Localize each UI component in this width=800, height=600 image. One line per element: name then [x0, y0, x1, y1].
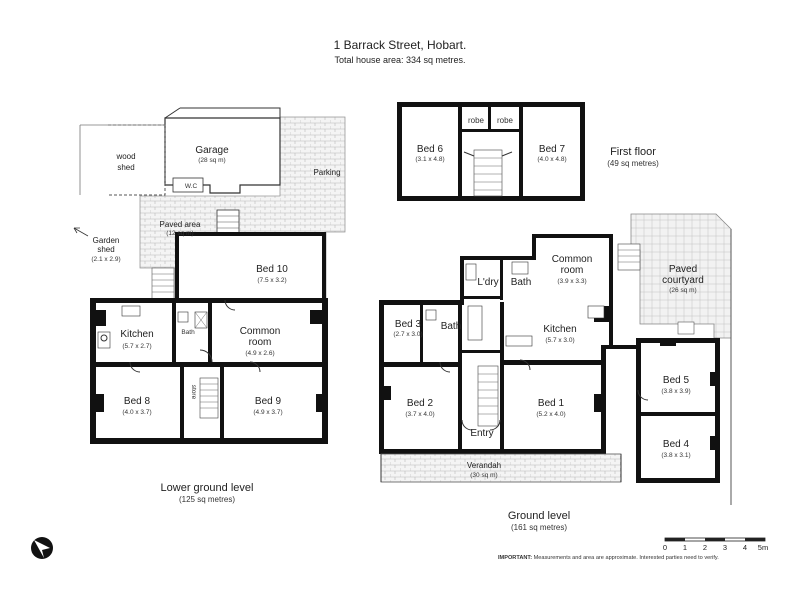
common-lower-label-1: Common — [240, 326, 281, 337]
verandah-dim: (30 sq m) — [470, 472, 497, 479]
plan-title: 1 Barrack Street, Hobart. — [334, 38, 467, 52]
bed1-dim: (5.2 x 4.0) — [536, 411, 565, 418]
first-floor-plan — [397, 102, 585, 201]
courtyard-dim: (26 sq m) — [669, 287, 696, 294]
garage-label: Garage — [195, 145, 229, 156]
laundry-label: L'dry — [477, 277, 498, 288]
ground-level-area: (161 sq metres) — [511, 523, 567, 532]
garden-shed-label-1: Garden — [93, 236, 120, 245]
bed10-label: Bed 10 — [256, 264, 288, 275]
bed8-label: Bed 8 — [124, 396, 151, 407]
bed6-dim: (3.1 x 4.8) — [415, 156, 444, 163]
courtyard-label-2: courtyard — [662, 275, 704, 286]
common-lower-label-2: room — [249, 337, 272, 348]
bed7-dim: (4.0 x 4.8) — [537, 156, 566, 163]
garage-dim: (28 sq m) — [198, 157, 225, 164]
paved-area-label: Paved area — [160, 220, 201, 229]
ground-level-label: Ground level — [508, 510, 570, 522]
common-lower-dim: (4.9 x 2.6) — [245, 350, 274, 357]
first-floor-label: First floor — [610, 146, 656, 158]
lower-level-area: (125 sq metres) — [179, 495, 235, 504]
scale-tick-4: 4 — [743, 543, 747, 552]
north-arrow-icon — [31, 537, 53, 559]
bed5-dim: (3.8 x 3.9) — [661, 388, 690, 395]
important-note-text: Measurements and area are approximate. I… — [532, 555, 719, 561]
kitchen-lower-dim: (5.7 x 2.7) — [122, 343, 151, 350]
kitchen-lower-label: Kitchen — [120, 329, 153, 340]
kitchen-ground-dim: (5.7 x 3.0) — [545, 337, 574, 344]
wc-label: W.C — [185, 183, 198, 190]
bed7-label: Bed 7 — [539, 144, 566, 155]
bed2-label: Bed 2 — [407, 398, 434, 409]
bed5-label: Bed 5 — [663, 375, 690, 386]
common-ground-label-2: room — [561, 265, 584, 276]
courtyard-label-1: Paved — [669, 264, 697, 275]
scale-tick-5: 5m — [758, 543, 768, 552]
paved-area-dim: (12 sq m) — [166, 230, 193, 237]
important-note: IMPORTANT: Measurements and area are app… — [498, 555, 719, 561]
common-ground-dim: (3.9 x 3.3) — [557, 278, 586, 285]
wood-shed-label-1: wood — [115, 152, 135, 161]
bed4-label: Bed 4 — [663, 439, 690, 450]
common-ground-label-1: Common — [552, 254, 593, 265]
bed4-dim: (3.8 x 3.1) — [661, 452, 690, 459]
wood-shed-label-2: shed — [117, 163, 134, 172]
bed3-label: Bed 3 — [395, 319, 422, 330]
bath-lower-label: Bath — [181, 329, 195, 336]
first-floor-area: (49 sq metres) — [607, 159, 659, 168]
store-label: store — [190, 385, 197, 400]
bed10-dim: (7.5 x 3.2) — [257, 277, 286, 284]
parking-label: Parking — [313, 168, 340, 177]
bed3-dim: (2.7 x 3.0) — [393, 331, 422, 338]
garden-shed-dim: (2.1 x 2.9) — [91, 256, 120, 263]
kitchen-ground-label: Kitchen — [543, 324, 576, 335]
bed2-dim: (3.7 x 4.0) — [405, 411, 434, 418]
verandah-label: Verandah — [467, 461, 501, 470]
lower-level-label: Lower ground level — [161, 482, 254, 494]
bed9-dim: (4.9 x 3.7) — [253, 409, 282, 416]
bed1-label: Bed 1 — [538, 398, 565, 409]
scale-tick-0: 0 — [663, 543, 667, 552]
bed6-label: Bed 6 — [417, 144, 444, 155]
garden-shed-label-2: shed — [97, 245, 114, 254]
scale-tick-3: 3 — [723, 543, 727, 552]
important-note-bold: IMPORTANT: — [498, 555, 532, 561]
entry-label: Entry — [470, 428, 493, 439]
plan-subtitle: Total house area: 334 sq metres. — [334, 55, 465, 65]
robe-1-label: robe — [468, 116, 485, 125]
bath-ground-1-label: Bath — [511, 277, 532, 288]
bed8-dim: (4.0 x 3.7) — [122, 409, 151, 416]
scale-bar — [664, 537, 766, 542]
scale-tick-1: 1 — [683, 543, 687, 552]
ground-level-plan — [379, 213, 732, 505]
bath-ground-2-label: Bath — [441, 321, 462, 332]
scale-tick-2: 2 — [703, 543, 707, 552]
bed9-label: Bed 9 — [255, 396, 282, 407]
robe-2-label: robe — [497, 116, 514, 125]
lower-ground-plan — [73, 107, 346, 444]
